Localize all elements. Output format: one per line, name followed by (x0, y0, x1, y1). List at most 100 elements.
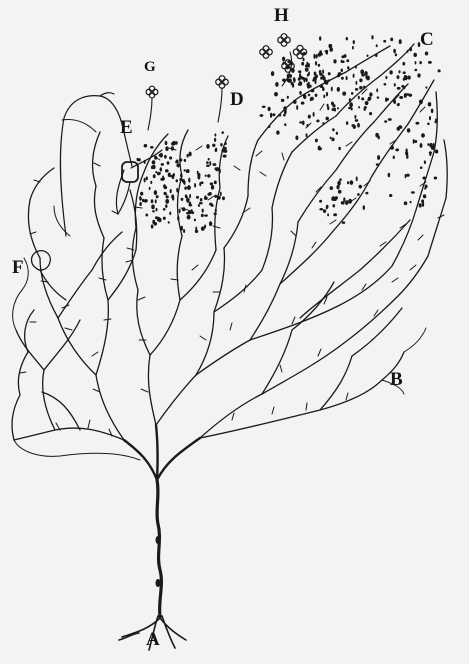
fruiting-dot (384, 83, 387, 86)
fruiting-dot (346, 76, 348, 80)
fruiting-dot (414, 140, 417, 143)
fruiting-dot (337, 75, 340, 78)
fruiting-dot (319, 208, 323, 211)
fruiting-dot (305, 67, 309, 71)
rosette-clusters (146, 34, 307, 98)
fruiting-dot (355, 88, 358, 91)
rosette (146, 86, 158, 98)
fruiting-dot (413, 53, 417, 57)
fruiting-dot (139, 202, 142, 206)
fruiting-dot (361, 74, 364, 77)
fruiting-dot (225, 142, 227, 145)
fruiting-dot (151, 199, 154, 203)
fruiting-dot (311, 89, 315, 92)
fruiting-dot (183, 229, 185, 233)
fruiting-dot (331, 102, 334, 105)
fruiting-dot (358, 96, 360, 100)
fruiting-dot (176, 179, 179, 182)
fruiting-dot (211, 185, 214, 190)
fruiting-dot (399, 39, 402, 44)
fruiting-dot (293, 100, 297, 104)
fruiting-dot (428, 61, 432, 64)
fruiting-dot (204, 195, 206, 198)
fruiting-dot (177, 216, 179, 221)
fruiting-dot (194, 219, 196, 222)
fruiting-dot (144, 199, 148, 203)
fruiting-dot (359, 78, 362, 82)
fruiting-dot (384, 120, 387, 123)
fruiting-dot (402, 62, 405, 66)
fruiting-dot (331, 87, 333, 92)
fruiting-dot (206, 144, 210, 149)
fruiting-dot (220, 192, 222, 197)
fruiting-dot (308, 115, 311, 119)
fruiting-dot (332, 204, 335, 207)
fruiting-dot (186, 198, 190, 202)
fruiting-dot (398, 103, 400, 106)
fruiting-dot (184, 186, 187, 190)
fruiting-dot (312, 79, 314, 82)
fruiting-dot (284, 123, 286, 126)
fruiting-dot (325, 117, 328, 121)
fruiting-dot (427, 143, 429, 146)
fruiting-dot (167, 161, 170, 165)
fruiting-dot (358, 106, 360, 108)
fruiting-dot (337, 87, 340, 92)
fruiting-dot (411, 191, 415, 193)
fruiting-dot (149, 187, 151, 190)
fruiting-dot (181, 198, 184, 201)
fruiting-dot (155, 199, 157, 203)
fruiting-dot (212, 163, 216, 166)
fruiting-dot (422, 176, 426, 179)
fruiting-dot (399, 96, 403, 99)
fruiting-dot (303, 78, 307, 81)
fruiting-dot (383, 40, 386, 43)
fruiting-dot (365, 101, 369, 105)
fruiting-dot (301, 102, 305, 105)
fruiting-dot (299, 121, 302, 123)
fruiting-dot (406, 174, 410, 177)
fruiting-dot (435, 120, 437, 123)
fruiting-dot (363, 86, 365, 89)
fruiting-dot (419, 203, 422, 207)
fruiting-dot (223, 147, 226, 150)
fruiting-dot (424, 187, 426, 190)
fruiting-dot (189, 152, 192, 157)
fruiting-dot (330, 186, 334, 190)
fruiting-dot (306, 133, 308, 137)
fruiting-dot (365, 192, 368, 195)
fruiting-dot (212, 144, 215, 147)
fruiting-dot (198, 204, 200, 207)
fruiting-dot (419, 61, 422, 64)
fruiting-dot (407, 76, 410, 80)
fruiting-dot (349, 102, 353, 107)
fruiting-dot (169, 211, 171, 215)
fruiting-dot (161, 163, 164, 166)
fruiting-dot (434, 177, 437, 180)
fruiting-dot (356, 176, 358, 181)
fruiting-dot (152, 160, 156, 164)
fruiting-dot (371, 35, 373, 39)
fruiting-dot (187, 185, 191, 190)
fruiting-dot (217, 196, 221, 200)
fruiting-dot (170, 189, 172, 193)
fruiting-dot (359, 185, 363, 189)
fruiting-dot (164, 186, 168, 189)
fruiting-dot (302, 121, 304, 126)
fruiting-dot (376, 163, 379, 166)
fruiting-dot (345, 200, 349, 205)
fruiting-dot (322, 69, 324, 74)
fruiting-dot (346, 121, 348, 125)
fruiting-dot (189, 194, 191, 198)
fruiting-dot (323, 209, 326, 213)
fruiting-dot (403, 71, 406, 74)
fruiting-dot (189, 204, 193, 206)
fruiting-dot (377, 96, 380, 98)
fruiting-dot (415, 122, 419, 125)
fruiting-dot (151, 224, 154, 228)
fruiting-dot (353, 74, 355, 78)
fruiting-dot (319, 36, 321, 41)
fruiting-dot (215, 208, 217, 212)
fruiting-dot (166, 170, 168, 173)
